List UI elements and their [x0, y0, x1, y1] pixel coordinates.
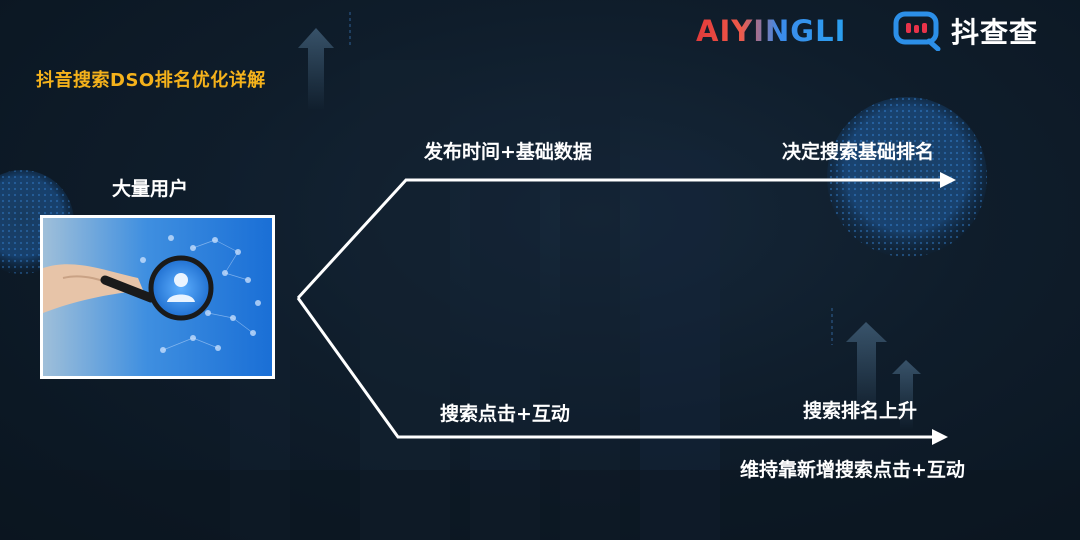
users-photo [40, 215, 275, 379]
lower-left-label: 搜索点击+互动 [440, 403, 570, 425]
lower-arrowhead [932, 429, 948, 445]
doucha-logo-icon [893, 11, 941, 51]
doucha-logo: 抖查查 [893, 11, 1038, 51]
source-label: 大量用户 [112, 178, 189, 200]
magnifier-users-illustration [43, 218, 272, 376]
lower-right-label-bottom: 维持靠新增搜索点击+互动 [740, 459, 965, 481]
upper-left-label: 发布时间+基础数据 [424, 141, 592, 163]
aiyingli-logo: AIYINGLI [696, 14, 847, 48]
upper-arrowhead [940, 172, 956, 188]
page-title: 抖音搜索DSO排名优化详解 [36, 70, 266, 91]
doucha-logo-text: 抖查查 [951, 16, 1039, 49]
upper-right-label: 决定搜索基础排名 [782, 141, 935, 163]
lower-right-label-top: 搜索排名上升 [803, 400, 918, 422]
